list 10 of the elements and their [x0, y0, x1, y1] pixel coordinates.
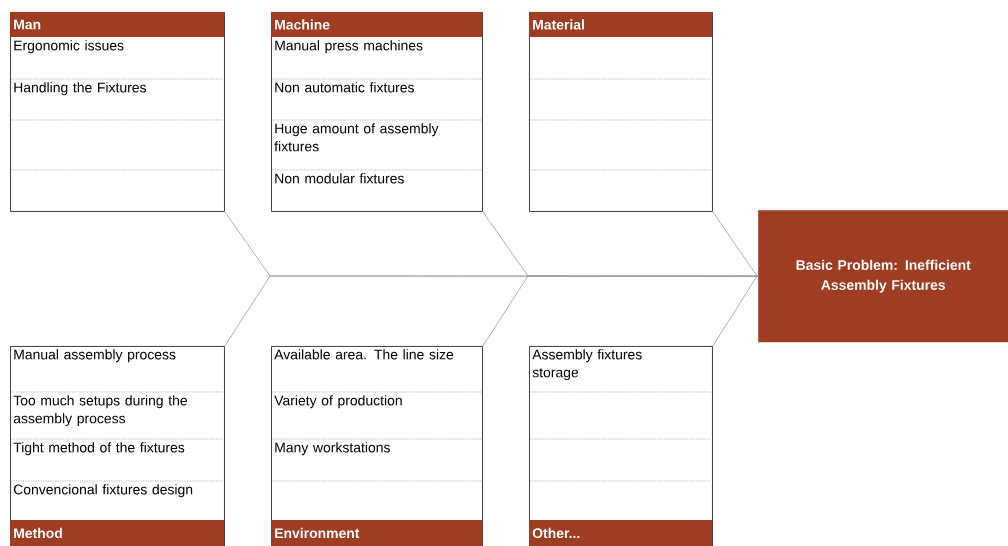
problem-box: Basic Problem: Inefficient Assembly Fixtures: [758, 210, 1008, 343]
category-box: Assembly fixtures storage Other...: [529, 346, 713, 546]
category-box: Manual assembly process Too much setups during the assembly process Tight method of the fixtures Convencional fixtures design Method: [10, 346, 225, 546]
category-box: Material: [529, 12, 713, 212]
category-box: Available area. The line size Variety of production Many workstations Environment: [271, 346, 483, 546]
category-box: Machine Manual press machines Non automatic fixtures Huge amount of assembly fixtures Non modular fixtures: [271, 12, 483, 212]
bone-line: [482, 275, 759, 347]
bone-line: [712, 275, 759, 347]
bone-line: [712, 211, 759, 277]
category-box: Man Ergonomic issues Handling the Fixtures: [10, 12, 225, 212]
